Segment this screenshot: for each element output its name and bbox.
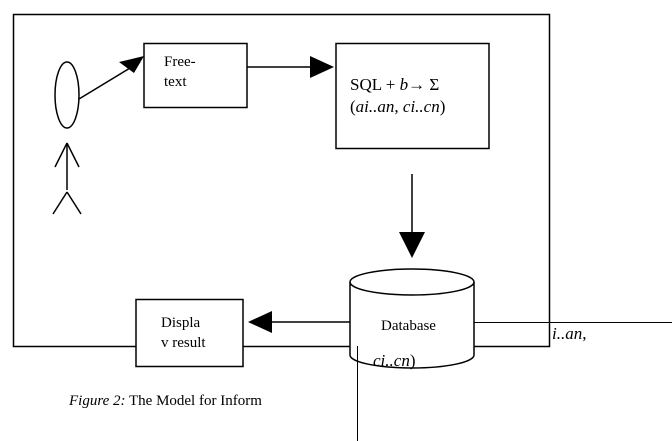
- arrowhead-database: [399, 232, 425, 258]
- freetext-line1: Free-: [164, 54, 196, 70]
- display-box: [135, 298, 244, 368]
- actor-arm-left: [54, 142, 68, 168]
- sql-arrow-glyph: →: [408, 75, 426, 94]
- arrowhead-actor: [119, 56, 144, 73]
- outer-frame: [12, 13, 551, 348]
- sql-line2: (ai..an, ci..cn): [350, 97, 446, 116]
- actor-leg-right: [66, 191, 82, 215]
- figure-caption: Figure 2: The Model for Inform: [69, 393, 262, 410]
- database-label: Database: [381, 318, 436, 334]
- freetext-label: Free- text: [164, 52, 196, 92]
- actor-leg-left: [52, 191, 68, 215]
- display-line2: v result: [161, 335, 206, 351]
- database-cylinder: [349, 268, 475, 369]
- sql-box: [335, 42, 490, 150]
- display-label: Displa v result: [161, 313, 206, 353]
- actor-figure: [52, 61, 82, 215]
- overflow-label-2: ci..cn): [373, 351, 416, 370]
- overflow-label: i..an,: [552, 324, 587, 343]
- actor-arm-right: [66, 142, 80, 168]
- actor-head: [54, 61, 80, 129]
- freetext-line2: text: [164, 74, 187, 90]
- arrowhead-sql: [310, 56, 334, 78]
- sql-line1: SQL + b→ Σ: [350, 75, 440, 94]
- sql-label: SQL + b→ Σ (ai..an, ci..cn): [350, 74, 445, 118]
- freetext-box: [143, 42, 248, 109]
- caption-prefix: Figure 2:: [69, 393, 126, 409]
- display-line1: Displa: [161, 315, 201, 331]
- caption-text: The Model for Inform: [125, 393, 262, 409]
- arrowhead-display: [248, 311, 272, 333]
